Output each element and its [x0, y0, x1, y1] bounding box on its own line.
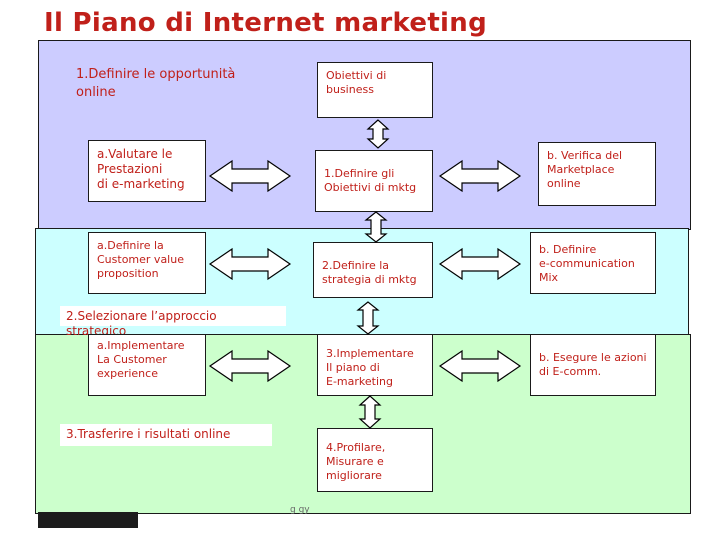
box-a3-customer-experience: a.Implementare La Customer experience — [88, 334, 206, 396]
section-label-strategy: 2.Selezionare l’approccio strategico — [60, 306, 286, 338]
box-business-objectives: Obiettivi di business — [317, 62, 433, 118]
vertical-double-arrow-icon — [358, 395, 382, 429]
box-step2-strategy: 2.Definire la strategia di mktg — [313, 242, 433, 298]
vertical-double-arrow-icon — [366, 119, 390, 149]
double-arrow-icon — [438, 247, 522, 281]
box-step1-objectives: 1.Definire gli Obiettivi di mktg — [315, 150, 433, 212]
double-arrow-icon — [438, 349, 522, 383]
double-arrow-icon — [438, 159, 522, 193]
footer-text: g gy — [290, 505, 310, 515]
section-label-opportunities: 1.Definire le opportunità online — [68, 62, 290, 108]
footer-bar — [38, 512, 138, 528]
box-a2-value-proposition: a.Definire la Customer value proposition — [88, 232, 206, 294]
vertical-double-arrow-icon — [356, 301, 380, 335]
box-step3-implement: 3.Implementare Il piano di E-marketing — [317, 334, 433, 396]
section-label-results: 3.Trasferire i risultati online — [60, 424, 272, 446]
double-arrow-icon — [208, 349, 292, 383]
vertical-double-arrow-icon — [364, 211, 388, 243]
box-a1-evaluate: a.Valutare le Prestazioni di e-marketing — [88, 140, 206, 202]
box-b3-execute: b. Esegure le azioni di E-comm. — [530, 334, 656, 396]
box-b2-communication-mix: b. Definire e-communication Mix — [530, 232, 656, 294]
box-step4-measure: 4.Profilare, Misurare e migliorare — [317, 428, 433, 492]
double-arrow-icon — [208, 159, 292, 193]
page-title: Il Piano di Internet marketing — [44, 8, 487, 38]
double-arrow-icon — [208, 247, 292, 281]
box-b1-marketplace: b. Verifica del Marketplace online — [538, 142, 656, 206]
